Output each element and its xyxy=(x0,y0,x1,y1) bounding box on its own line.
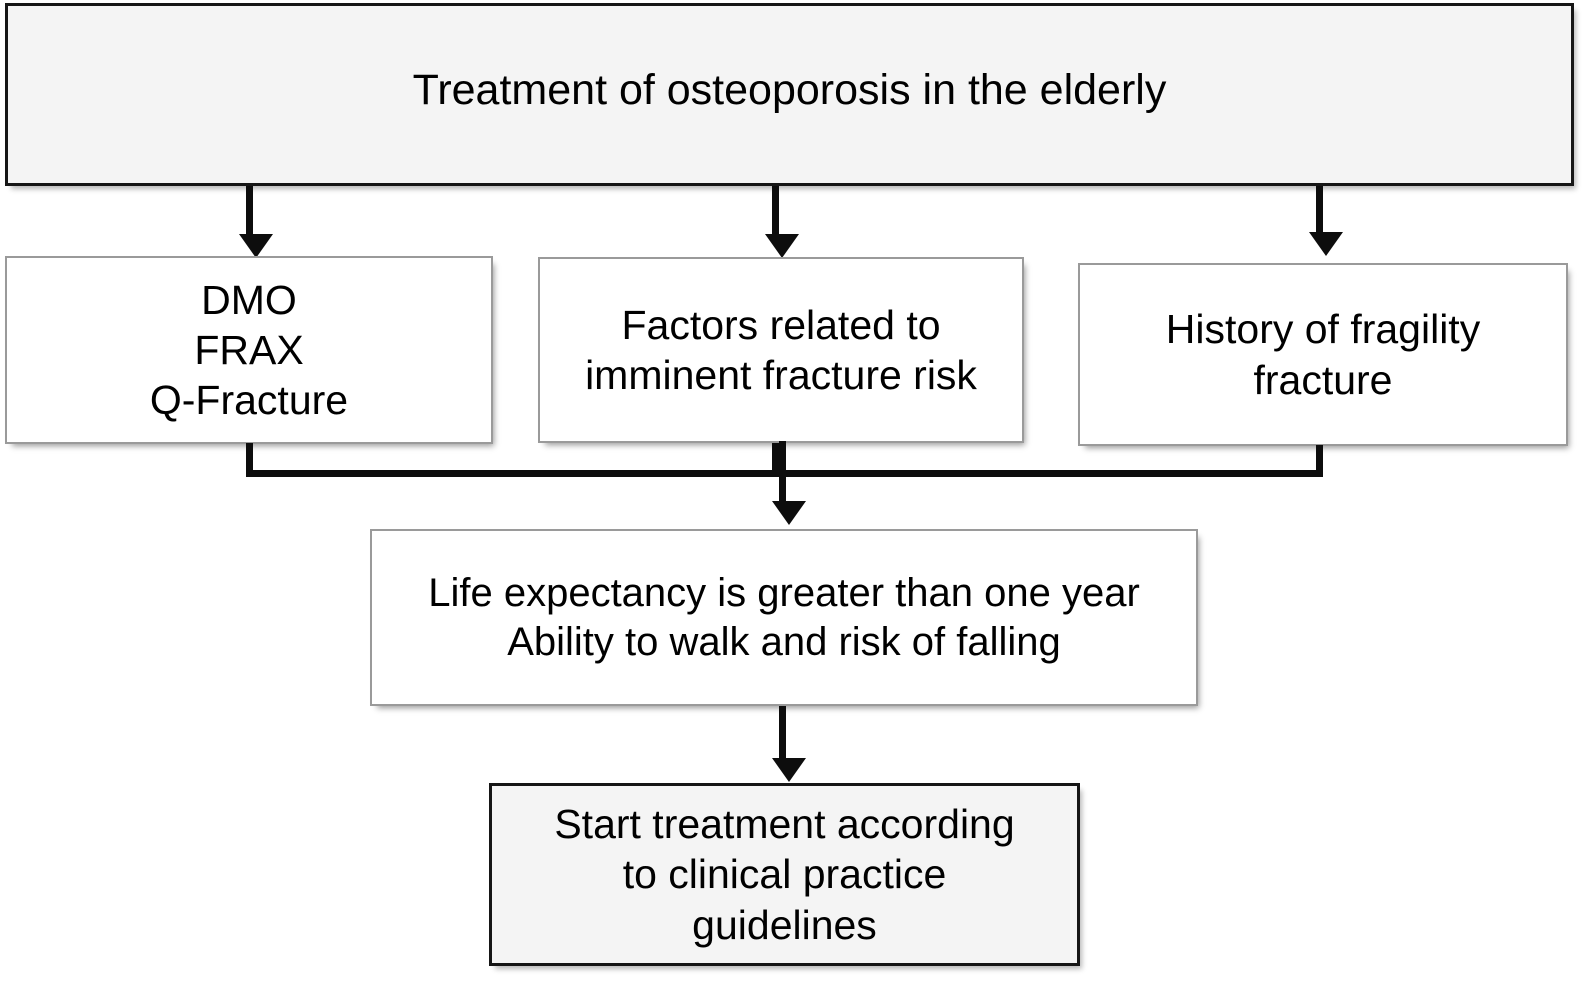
arrowhead-title-to-imminent-risk-icon xyxy=(765,234,799,258)
arrowhead-title-to-fragility-fracture-icon xyxy=(1309,232,1343,256)
connector-title-to-fragility-fracture-line xyxy=(1316,186,1323,238)
node-factors-related-to-imminent-fracture-risk: Factors related to imminent fracture ris… xyxy=(538,257,1024,443)
connector-fragility-fracture-to-bus-line xyxy=(1316,445,1323,477)
connector-title-to-imminent-risk-line xyxy=(772,186,779,240)
arrowhead-bus-to-life-expectancy-icon xyxy=(772,501,806,525)
node-treatment-of-osteoporosis-in-the-elderly: Treatment of osteoporosis in the elderly xyxy=(5,3,1574,186)
node-risk-assessment-tools: DMO FRAX Q-Fracture xyxy=(5,256,493,444)
connector-bus-to-life-expectancy-line xyxy=(779,441,786,507)
connector-risk-tools-to-bus-line xyxy=(246,443,253,477)
node-history-of-fragility-fracture: History of fragility fracture xyxy=(1078,263,1568,446)
arrowhead-title-to-risk-tools-icon xyxy=(239,234,273,258)
connector-imminent-risk-to-bus-line xyxy=(772,443,779,477)
arrowhead-life-expectancy-to-start-treatment-icon xyxy=(772,758,806,782)
connector-life-expectancy-to-start-treatment-line xyxy=(779,706,786,762)
node-start-treatment-according-to-guidelines: Start treatment according to clinical pr… xyxy=(489,783,1080,966)
node-life-expectancy-and-mobility: Life expectancy is greater than one year… xyxy=(370,529,1198,706)
connector-title-to-risk-tools-line xyxy=(246,186,253,240)
